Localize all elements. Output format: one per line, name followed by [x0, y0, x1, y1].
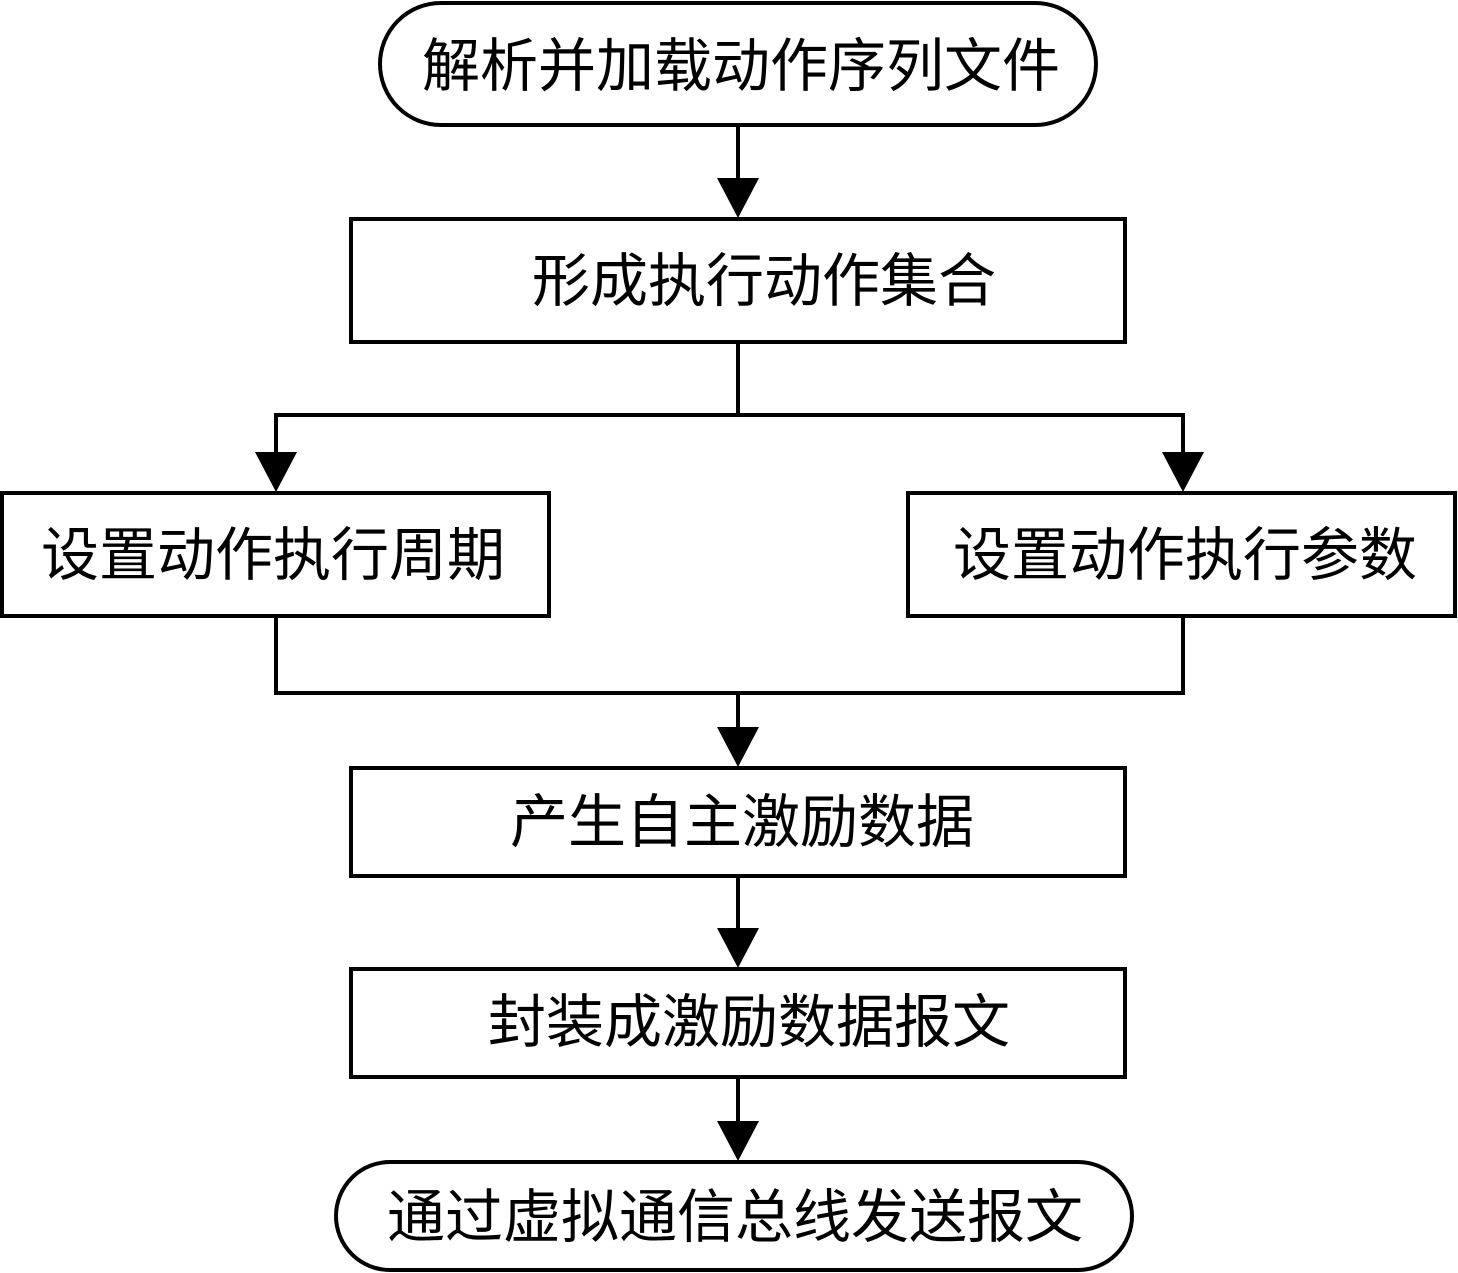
- edge-form-set-split: [255, 342, 1204, 492]
- node-generate-shape: [349, 766, 1127, 878]
- node-end: 通过虚拟通信总线发送报文: [334, 1160, 1134, 1272]
- node-package: 封装成激励数据报文: [349, 967, 1127, 1079]
- node-form-set: 形成执行动作集合: [349, 217, 1127, 344]
- node-set-params: 设置动作执行参数: [906, 491, 1457, 618]
- node-generate-label: 产生自主激励数据: [510, 788, 974, 856]
- arrowhead: [717, 178, 759, 218]
- node-set-params-label: 设置动作执行参数: [953, 521, 1417, 589]
- node-form-set-label: 形成执行动作集合: [532, 247, 996, 315]
- arrowhead: [717, 928, 759, 968]
- arrowhead: [255, 452, 297, 492]
- node-end-label: 通过虚拟通信总线发送报文: [387, 1183, 1083, 1251]
- edge-generate-to-package: [717, 876, 759, 968]
- node-form-set-shape: [349, 217, 1127, 344]
- node-end-shape: [334, 1160, 1134, 1272]
- node-start: 解析并加载动作序列文件: [378, 1, 1098, 127]
- edge-start-to-form-set: [717, 125, 759, 218]
- edge-package-to-end: [717, 1077, 759, 1161]
- arrowhead: [717, 1121, 759, 1161]
- node-generate: 产生自主激励数据: [349, 766, 1127, 878]
- node-package-label: 封装成激励数据报文: [488, 988, 1010, 1056]
- arrowhead: [1162, 452, 1204, 492]
- node-package-shape: [349, 967, 1127, 1079]
- arrowhead: [717, 727, 759, 767]
- edge-merge-to-generate: [274, 616, 1185, 767]
- node-set-period: 设置动作执行周期: [0, 491, 551, 618]
- node-start-label: 解析并加载动作序列文件: [422, 32, 1060, 100]
- node-set-params-shape: [906, 491, 1457, 618]
- node-set-period-label: 设置动作执行周期: [41, 521, 505, 589]
